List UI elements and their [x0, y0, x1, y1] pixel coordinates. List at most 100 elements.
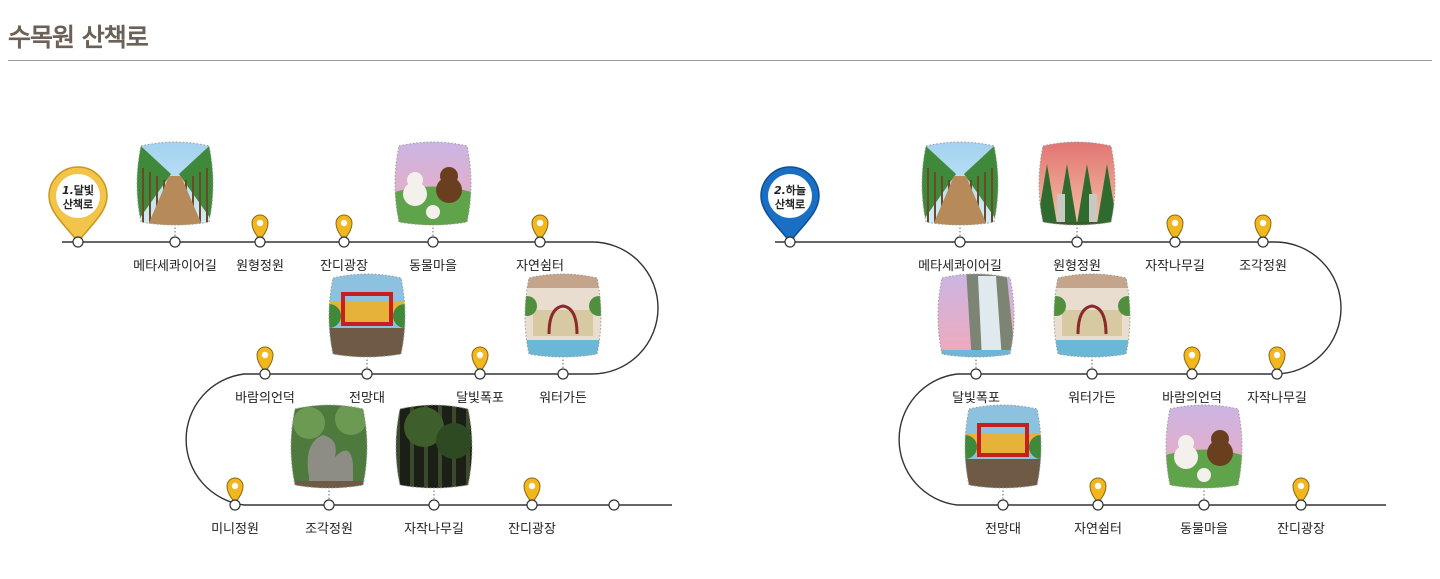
stop-node	[1198, 499, 1210, 511]
page-title: 수목원 산책로	[8, 23, 149, 52]
stop-label: 잔디광장	[508, 522, 556, 537]
photo-sculpture-thumbnail	[290, 404, 368, 489]
photo-stop[interactable]: 동물마을	[388, 136, 478, 274]
stop-node	[608, 499, 620, 511]
stop-label: 바람의언덕	[235, 391, 295, 406]
stop-node	[1092, 499, 1104, 511]
stop-node	[428, 499, 440, 511]
map-pin-icon	[1268, 346, 1286, 373]
marker-stop[interactable]: 잔디광장	[508, 477, 556, 537]
marker-stop[interactable]: 잔디광장	[320, 214, 368, 274]
stop-node	[1169, 236, 1181, 248]
stop-label: 조각정원	[1239, 259, 1287, 274]
photo-viewpoint-thumbnail	[964, 404, 1042, 489]
trail-start-pin-sublabel: 산책로	[775, 197, 805, 211]
trail-start-pin-sublabel: 산책로	[63, 197, 93, 211]
photo-stop[interactable]: 원형정원	[1032, 136, 1137, 274]
map-pin-icon	[335, 214, 353, 241]
stop-label: 바람의언덕	[1162, 391, 1222, 406]
marker-stop[interactable]: 자작나무길	[1145, 214, 1205, 274]
photo-stop[interactable]: 전망대	[317, 268, 417, 406]
map-pin-icon	[251, 214, 269, 241]
stop-label: 동물마을	[1180, 522, 1228, 537]
photo-animals-thumbnail	[394, 141, 472, 226]
stop-label: 원형정원	[236, 259, 284, 274]
stop-label: 자작나무길	[1247, 391, 1307, 406]
stop-node	[997, 499, 1009, 511]
stop-node	[169, 236, 181, 248]
stop-label: 달빛폭포	[456, 391, 504, 406]
stop-label: 달빛폭포	[952, 391, 1000, 406]
marker-stop[interactable]: 조각정원	[1239, 214, 1287, 274]
stop-node	[229, 499, 241, 511]
stop-node	[254, 236, 266, 248]
photo-garden-thumbnail	[524, 273, 602, 358]
photo-stop[interactable]: 전망대	[953, 399, 1053, 537]
stop-node	[1257, 236, 1269, 248]
stop-node	[259, 368, 271, 380]
stop-node	[534, 236, 546, 248]
photo-waterfall-thumbnail	[937, 273, 1015, 358]
photo-stop[interactable]: 워터가든	[517, 268, 609, 406]
photo-stop[interactable]: 메타세콰이어길	[130, 136, 220, 274]
stop-label: 자연쉼터	[516, 259, 564, 274]
stop-node	[1186, 368, 1198, 380]
stop-node	[1295, 499, 1307, 511]
stop-node	[361, 368, 373, 380]
marker-stop[interactable]: 바람의언덕	[235, 346, 295, 406]
photo-forest-thumbnail	[395, 404, 473, 489]
stop-node	[970, 368, 982, 380]
photo-stop[interactable]: 메타세콰이어길	[915, 136, 1005, 274]
photo-viewpoint-thumbnail	[328, 273, 406, 358]
marker-stop[interactable]: 자작나무길	[1247, 346, 1307, 406]
photo-avenue-thumbnail	[136, 141, 214, 226]
stop-label: 잔디광장	[320, 259, 368, 274]
marker-stop[interactable]: 미니정원	[211, 477, 259, 537]
stop-label: 잔디광장	[1277, 522, 1325, 537]
photo-stop[interactable]: 조각정원	[284, 399, 374, 537]
marker-stop[interactable]: 달빛폭포	[456, 346, 504, 406]
stop-node	[526, 499, 538, 511]
stop-label: 조각정원	[305, 522, 353, 537]
photo-stop[interactable]: 동물마을	[1159, 399, 1249, 537]
stop-label: 자작나무길	[1145, 259, 1205, 274]
map-pin-icon	[1089, 477, 1107, 504]
marker-stop[interactable]: 자연쉼터	[1074, 477, 1122, 537]
stop-node	[1086, 368, 1098, 380]
map-pin-icon	[531, 214, 549, 241]
marker-stop[interactable]: 바람의언덕	[1162, 346, 1222, 406]
map-pin-icon	[523, 477, 541, 504]
stop-label: 워터가든	[1068, 391, 1116, 406]
start-node	[784, 236, 796, 248]
map-pin-icon	[1292, 477, 1310, 504]
stop-label: 자작나무길	[404, 522, 464, 537]
map-pin-icon	[1183, 346, 1201, 373]
photo-stop[interactable]: 달빛폭포	[931, 268, 1021, 406]
map-pin-icon	[256, 346, 274, 373]
stop-label: 전망대	[349, 391, 385, 406]
marker-stop[interactable]: 잔디광장	[1277, 477, 1325, 537]
photo-animals-thumbnail	[1165, 404, 1243, 489]
trail-path	[62, 241, 672, 506]
stop-label: 전망대	[985, 522, 1021, 537]
map-pin-icon	[226, 477, 244, 504]
photo-stop[interactable]: 자작나무길	[389, 399, 479, 537]
trail-node[interactable]	[608, 499, 620, 511]
stop-node	[1071, 236, 1083, 248]
stop-label: 원형정원	[1053, 259, 1101, 274]
marker-stop[interactable]: 자연쉼터	[516, 214, 564, 274]
photo-pines-thumbnail	[1038, 141, 1116, 226]
title-divider	[8, 60, 1432, 61]
stop-label: 미니정원	[211, 522, 259, 537]
stop-node	[323, 499, 335, 511]
photo-stop[interactable]: 워터가든	[1046, 268, 1138, 406]
stop-node	[557, 368, 569, 380]
stop-node	[338, 236, 350, 248]
marker-stop[interactable]: 원형정원	[236, 214, 284, 274]
stop-label: 자연쉼터	[1074, 522, 1122, 537]
